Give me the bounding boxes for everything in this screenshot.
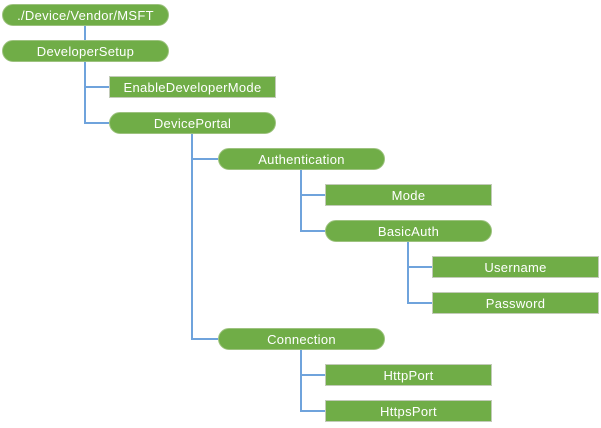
connector-to-basicauth <box>300 230 325 232</box>
connector-to-httpport <box>300 374 325 376</box>
connector-to-username <box>407 266 432 268</box>
tree-node-authentication: Authentication <box>218 148 385 170</box>
connector-to-connection <box>191 338 218 340</box>
tree-node-developersetup: DeveloperSetup <box>2 40 169 62</box>
connector-basicauth-trunk <box>407 242 409 304</box>
tree-node-httpsport: HttpsPort <box>325 400 492 422</box>
connector-to-mode <box>300 194 325 196</box>
connector-connection-trunk <box>300 350 302 412</box>
tree-node-deviceportal: DevicePortal <box>109 112 276 134</box>
connector-msft-developersetup <box>84 26 86 40</box>
connector-deviceportal-trunk <box>191 134 193 340</box>
connector-developersetup-trunk <box>84 62 86 124</box>
tree-node-httpport: HttpPort <box>325 364 492 386</box>
tree-node-device-vendor-msft: ./Device/Vendor/MSFT <box>2 4 169 26</box>
connector-authentication-trunk <box>300 170 302 232</box>
tree-node-mode: Mode <box>325 184 492 206</box>
tree-node-connection: Connection <box>218 328 385 350</box>
connector-to-authentication <box>191 158 218 160</box>
connector-to-httpsport <box>300 410 325 412</box>
connector-to-password <box>407 302 432 304</box>
tree-node-password: Password <box>432 292 599 314</box>
connector-to-deviceportal <box>84 122 109 124</box>
tree-node-username: Username <box>432 256 599 278</box>
tree-node-enabledevelopermode: EnableDeveloperMode <box>109 76 276 98</box>
connector-to-enabledevelopermode <box>84 86 109 88</box>
tree-node-basicauth: BasicAuth <box>325 220 492 242</box>
